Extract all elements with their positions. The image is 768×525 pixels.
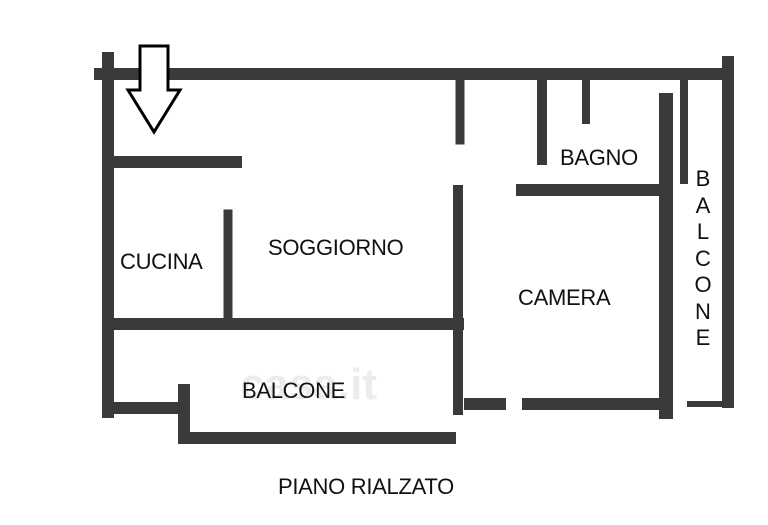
letter: N [695, 298, 711, 324]
wall-balcony [178, 384, 456, 444]
letter: L [696, 219, 710, 244]
letter: C [695, 245, 711, 271]
watermark: casa.it [240, 360, 377, 409]
letter: B [695, 166, 711, 191]
room-label-balcony-vertical: B A L C O N E [693, 166, 713, 352]
letter: E [695, 325, 711, 350]
room-label-balcony: BALCONE [242, 378, 346, 403]
room-label-kitchen: CUCINA [120, 249, 203, 274]
letter: A [695, 192, 711, 218]
room-label-bathroom: BAGNO [560, 145, 638, 170]
floor-label: PIANO RIALZATO [278, 474, 454, 499]
entry-arrow-icon [125, 44, 183, 135]
room-label-bedroom: CAMERA [518, 285, 611, 310]
letter: O [694, 272, 712, 297]
room-label-living: SOGGIORNO [268, 235, 404, 260]
